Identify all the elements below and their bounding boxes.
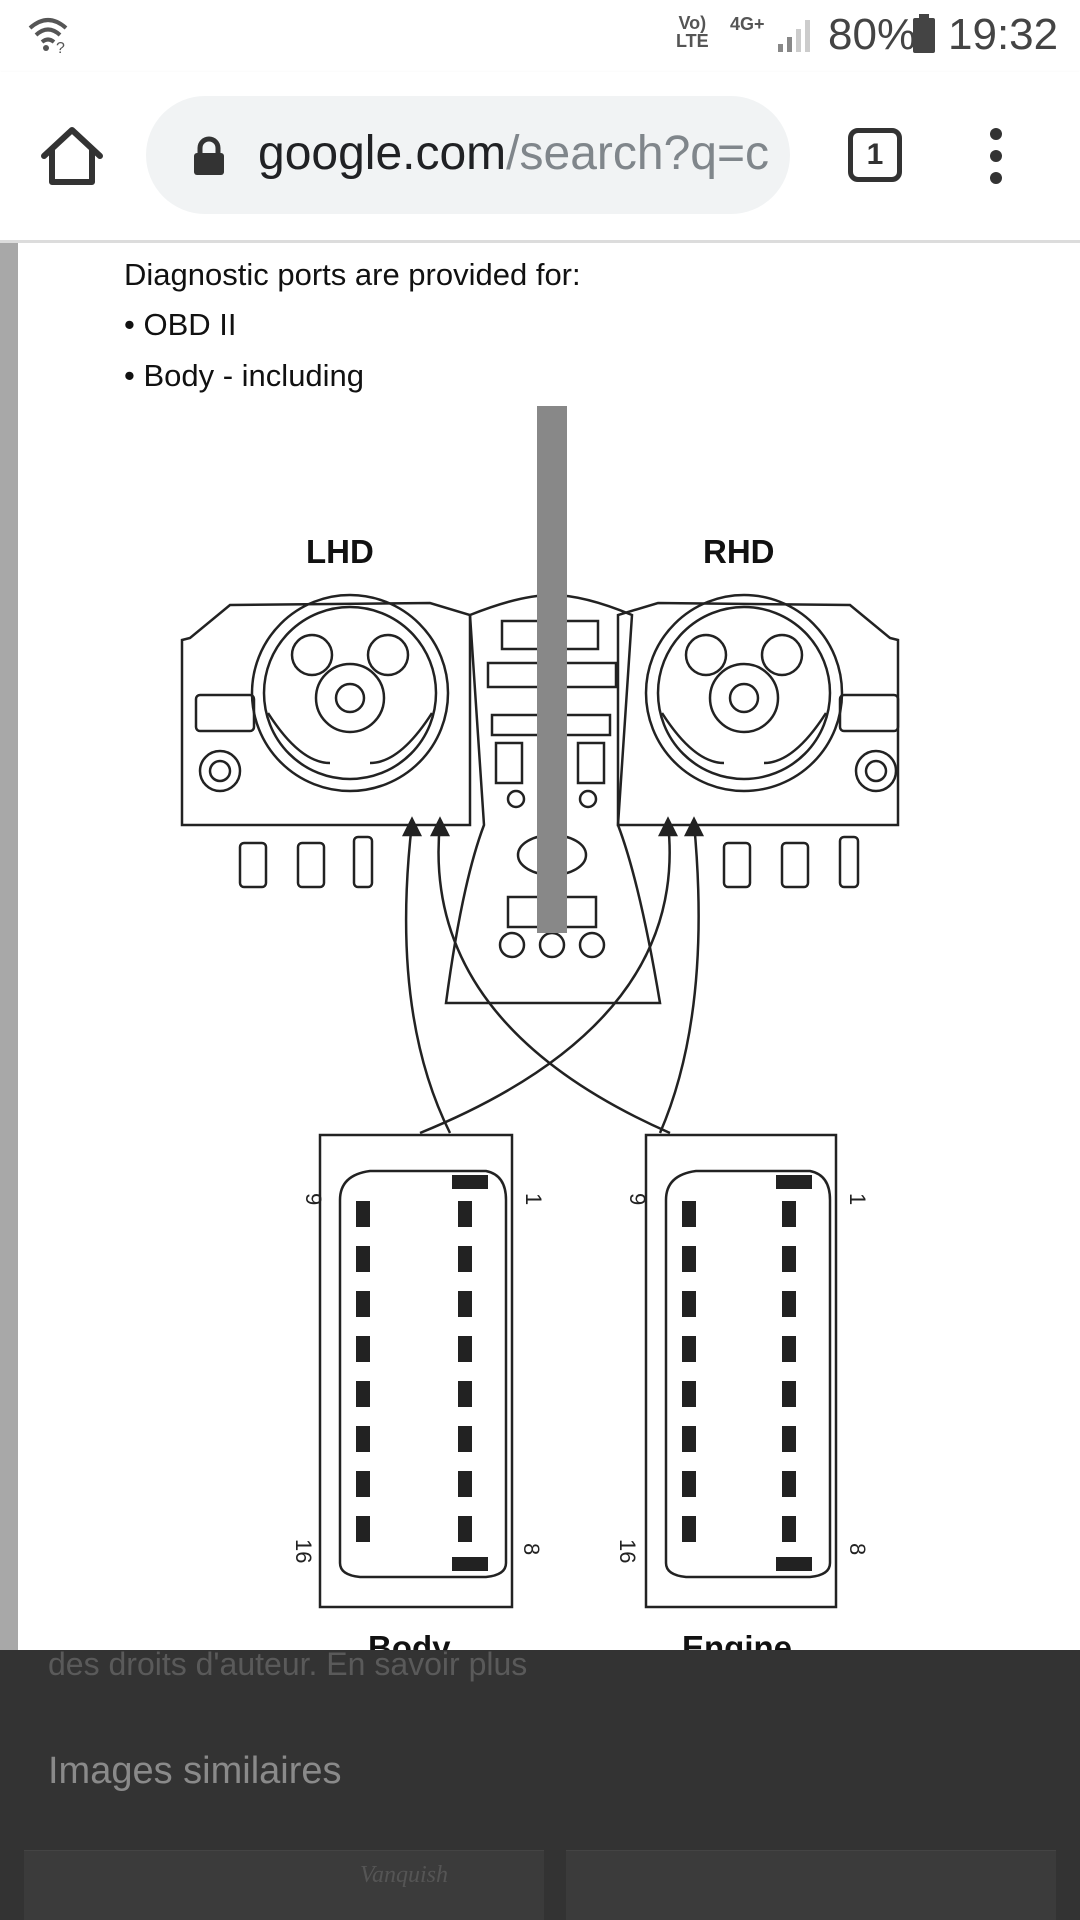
clock: 19:32 [948, 10, 1059, 59]
pin-1-left: 1 [521, 1193, 546, 1205]
home-icon[interactable] [36, 120, 108, 192]
more-options-icon[interactable] [976, 124, 1016, 188]
bullet-body: • Body - including [124, 358, 365, 393]
similar-image-thumbnail[interactable] [24, 1850, 544, 1920]
thumbnail-title: Vanquish [360, 1862, 449, 1888]
steering-wheel-right [644, 593, 844, 793]
url-bar[interactable]: google.com/search?q=c [146, 96, 790, 214]
steering-wheel-left [250, 593, 450, 793]
signal-strength-icon [778, 20, 810, 52]
vent-left [194, 693, 256, 733]
browser-toolbar: google.com/search?q=c 1 [0, 72, 1080, 243]
wifi-icon: ? [28, 18, 68, 54]
url-path: /search?q=c [506, 127, 769, 180]
document-heading: Diagnostic ports are provided for: [124, 257, 581, 292]
status-bar: ? Vo) LTE 4G+ 80% 19:32 [0, 0, 1080, 72]
copyright-notice[interactable]: des droits d'auteur. En savoir plus [48, 1650, 528, 1682]
pin-8-right: 8 [845, 1543, 870, 1555]
pin-16-right: 16 [615, 1539, 640, 1563]
caption-engine: Engine [682, 1629, 793, 1650]
image-info-panel: des droits d'auteur. En savoir plus Imag… [0, 1650, 1080, 1920]
lte-label: LTE [676, 31, 709, 51]
url-host: google.com [258, 127, 507, 180]
battery-icon [913, 14, 935, 53]
pin-16-left: 16 [291, 1539, 316, 1563]
image-viewer: Diagnostic ports are provided for: • OBD… [0, 243, 1080, 1650]
label-lhd: LHD [306, 533, 374, 570]
obd-port-body [318, 1133, 514, 1609]
center-divider-bar [537, 406, 567, 933]
caption-body: Body [368, 1629, 451, 1650]
obd-port-engine [644, 1133, 838, 1609]
url-text[interactable]: google.com/search?q=c [258, 126, 769, 181]
similar-image-thumbnail[interactable] [566, 1850, 1056, 1920]
data-type-label: 4G+ [730, 14, 765, 34]
arrow-lhd-1 [404, 822, 452, 1134]
network-type-label: Vo) LTE [676, 14, 709, 50]
dashboard-left-panel [180, 601, 472, 827]
pin-9-left: 9 [301, 1193, 326, 1205]
label-rhd: RHD [703, 533, 775, 570]
battery-percent: 80% [828, 10, 917, 59]
tab-switcher-button[interactable]: 1 [848, 128, 902, 182]
page-edge-strip [0, 243, 18, 1650]
dashboard-diagram: 9 1 16 8 9 1 16 8 [180, 406, 900, 1609]
similar-images-heading: Images similaires [48, 1750, 342, 1792]
pin-8-left: 8 [519, 1543, 544, 1555]
dashboard-right-panel [616, 601, 900, 827]
pedal [238, 841, 268, 889]
bullet-obd: • OBD II [124, 307, 237, 342]
svg-text:?: ? [56, 40, 65, 54]
vent-right [838, 693, 900, 733]
pin-9-right: 9 [625, 1193, 650, 1205]
lock-icon [194, 136, 224, 175]
pin-1-right: 1 [845, 1193, 870, 1205]
volte-label: Vo) [678, 13, 707, 33]
